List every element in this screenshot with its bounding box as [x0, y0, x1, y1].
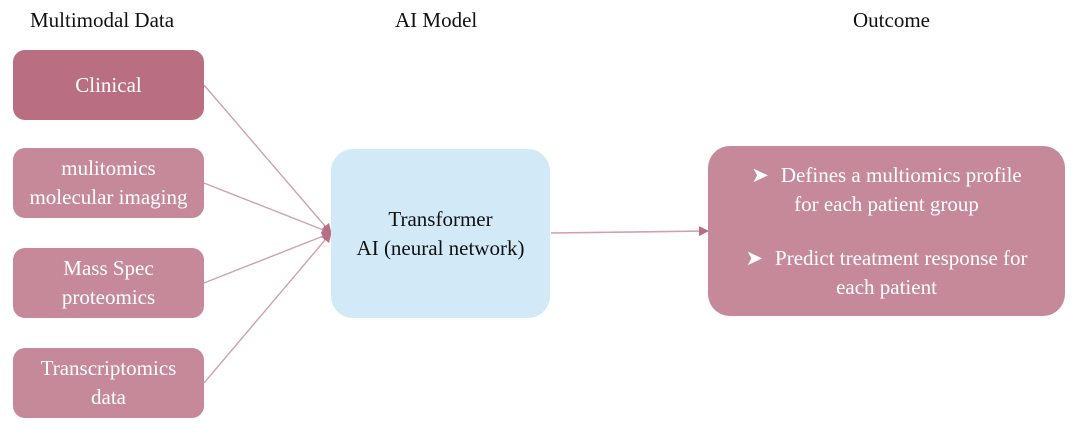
input-label: Clinical	[75, 72, 142, 97]
outcome-column-title: Outcome	[853, 8, 930, 32]
connector-model-to-outcome	[550, 226, 709, 237]
input-box-clinical: Clinical	[13, 50, 204, 120]
outcome-bullet: ➤ Defines a multiomics profile for each p…	[751, 161, 1021, 219]
outcome-bullet-line2: for each patient group	[794, 191, 979, 216]
connector-clinical-to-model	[203, 84, 332, 234]
connector-multiomics-to-model	[203, 182, 332, 235]
arrowhead-bullet-icon: ➤	[745, 245, 764, 270]
model-box-transformer: Transformer AI (neural network)	[331, 149, 550, 318]
input-box-transcriptomics: Transcriptomics data	[13, 348, 204, 418]
model-label-line2: AI (neural network)	[356, 235, 525, 260]
input-box-multiomics-imaging: mulitomics molecular imaging	[13, 148, 204, 218]
input-label: Mass Spec proteomics	[61, 256, 156, 309]
connector-massspec-to-model	[203, 231, 332, 284]
model-label-line1: Transformer	[388, 206, 493, 231]
arrowhead-bullet-icon: ➤	[751, 162, 769, 187]
input-box-mass-spec-proteomics: Mass Spec proteomics	[13, 248, 204, 318]
outcome-bullet-line2: each patient	[836, 274, 937, 299]
input-label: Transcriptomics data	[40, 356, 177, 409]
outcome-bullet: ➤ Predict treatment response for each pat…	[745, 244, 1027, 302]
inputs-column-title: Multimodal Data	[30, 8, 175, 32]
input-label: mulitomics molecular imaging	[29, 156, 188, 209]
outcome-box: ➤ Defines a multiomics profile for each p…	[708, 146, 1065, 316]
model-column-title: AI Model	[395, 8, 478, 32]
outcome-bullet-line1: Predict treatment response for	[775, 245, 1028, 270]
connector-transcriptomics-to-model	[203, 232, 332, 384]
outcome-bullet-line1: Defines a multiomics profile	[780, 162, 1022, 187]
